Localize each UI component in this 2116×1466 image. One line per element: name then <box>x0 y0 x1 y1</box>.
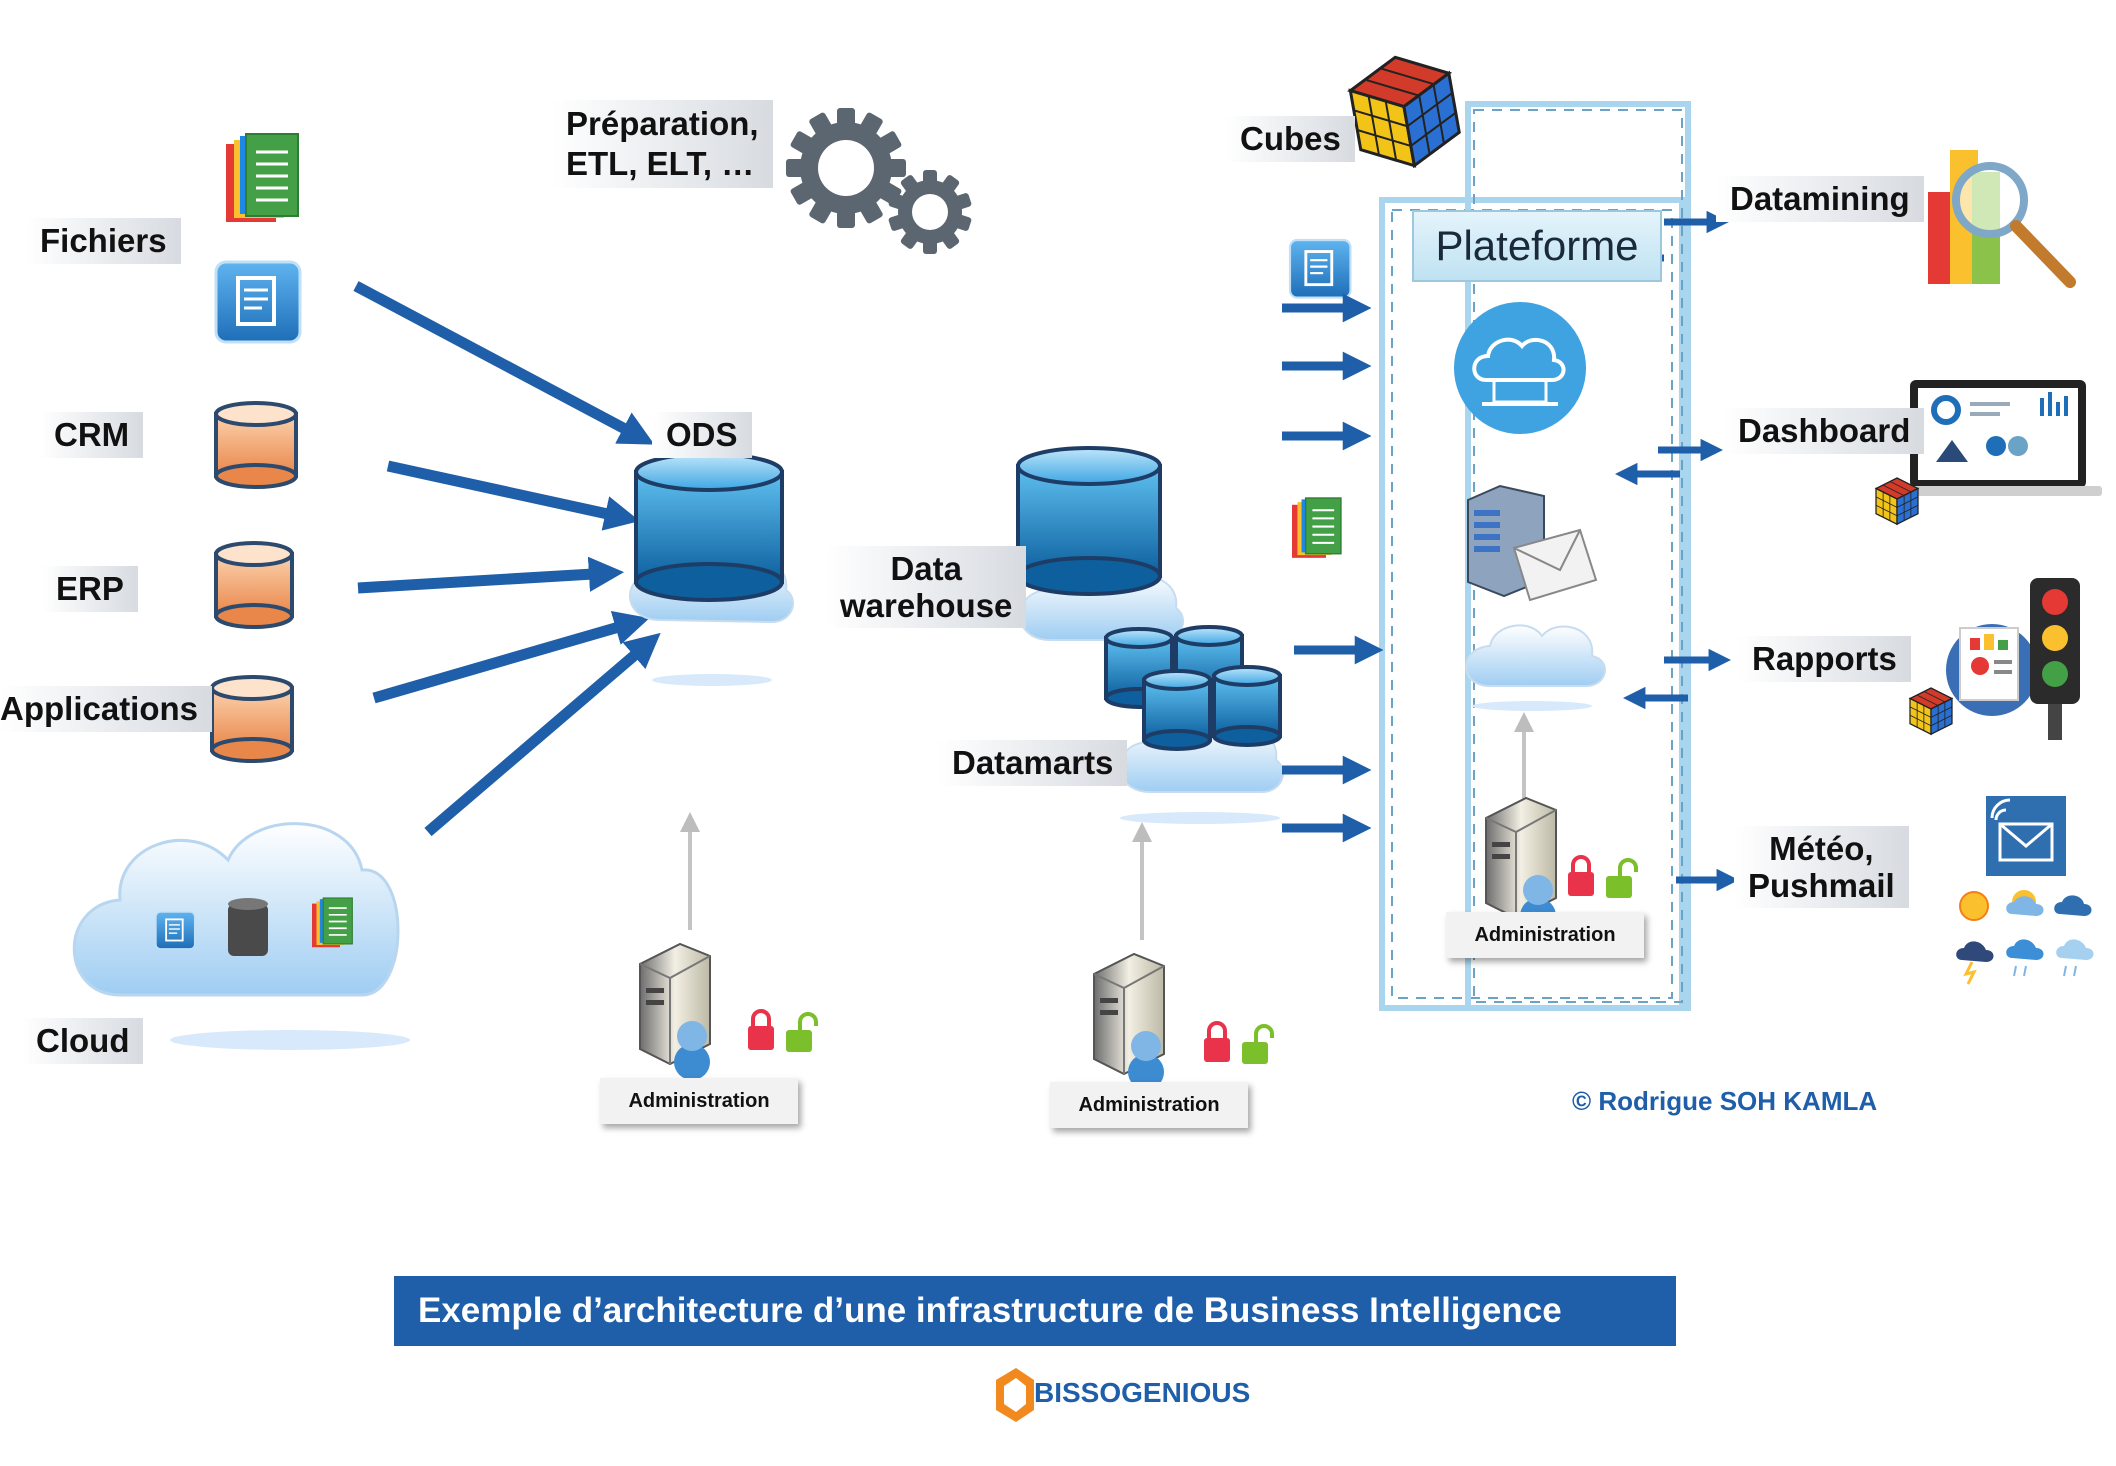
ods-database-icon <box>629 452 794 686</box>
mail-server-icon <box>1467 484 1598 602</box>
weather-icons <box>1956 890 2094 985</box>
label-data-warehouse: Data warehouse <box>826 546 1027 628</box>
platform-input-arrows <box>1282 293 1384 843</box>
cloud-computing-icon <box>1454 302 1586 434</box>
arrow-crm-ods <box>386 460 640 531</box>
gears-icon <box>786 108 972 254</box>
copyright-text: © Rodrigue SOH KAMLA <box>1572 1086 1878 1116</box>
arrow-erp-ods <box>357 556 625 594</box>
label-crm: CRM <box>40 412 144 458</box>
preparation-line-1: Préparation, <box>566 105 759 142</box>
admin-label-ods: Administration <box>600 1078 798 1124</box>
data-warehouse-line-1: Data <box>890 550 962 587</box>
arrow-fichiers-ods <box>353 281 655 445</box>
rubiks-cube-icon <box>1344 47 1466 176</box>
label-rapports: Rapports <box>1738 636 1911 682</box>
meteo-line-2: Pushmail <box>1748 867 1895 904</box>
label-cubes: Cubes <box>1226 116 1355 162</box>
label-preparation: Préparation, ETL, ELT, … <box>552 100 773 188</box>
crm-database-icon <box>214 401 298 489</box>
traffic-light-icon <box>2030 578 2080 740</box>
cloud-source-icon <box>72 822 410 1050</box>
reports-cube-icon <box>1909 687 1953 735</box>
applications-database-icon <box>210 675 294 763</box>
admin-server-icon <box>1093 953 1165 1091</box>
platform-book-icon <box>1290 496 1342 559</box>
files-book-icon <box>224 132 300 224</box>
diagram-caption: Exemple d’architecture d’une infrastruct… <box>394 1276 1676 1346</box>
meteo-line-1: Météo, <box>1769 830 1874 867</box>
label-datamining: Datamining <box>1716 176 1924 222</box>
admin-label-datawarehouse: Administration <box>1050 1082 1248 1128</box>
dashboard-laptop-icon <box>1892 380 2102 496</box>
label-dashboard: Dashboard <box>1724 408 1925 454</box>
platform-title: Plateforme <box>1412 210 1662 282</box>
file-document-icon <box>214 260 302 344</box>
admin-locks-icon <box>1202 1021 1274 1066</box>
datamining-chart-icon <box>1928 150 2076 288</box>
reports-icon <box>1946 624 2038 716</box>
erp-database-icon <box>214 541 294 629</box>
admin-locks-icon <box>746 1009 818 1054</box>
label-applications: Applications <box>0 686 213 732</box>
admin-arrows <box>680 712 1534 940</box>
data-warehouse-line-2: warehouse <box>840 587 1013 624</box>
platform-cloud-icon <box>1465 624 1606 711</box>
preparation-line-2: ETL, ELT, … <box>566 145 755 182</box>
brand-name: BISSOGENIOUS <box>1034 1377 1251 1408</box>
label-ods: ODS <box>652 412 752 458</box>
arrow-applications-ods <box>372 610 650 704</box>
label-datamarts: Datamarts <box>938 740 1128 786</box>
pushmail-icon <box>1986 796 2066 876</box>
admin-server-icon <box>639 943 711 1081</box>
label-cloud: Cloud <box>22 1018 144 1064</box>
label-fichiers: Fichiers <box>26 218 181 264</box>
label-erp: ERP <box>42 566 138 612</box>
admin-label-platform: Administration <box>1446 912 1644 958</box>
data-warehouse-icon <box>1016 446 1184 641</box>
platform-document-icon <box>1288 238 1352 300</box>
datamarts-icon <box>1104 625 1284 824</box>
source-arrows <box>353 281 661 837</box>
bissogenious-logo-mark <box>996 1368 1034 1422</box>
platform-locks-icon <box>1566 855 1638 900</box>
label-meteo-pushmail: Météo, Pushmail <box>1734 826 1909 908</box>
arrow-cloud-ods <box>424 632 661 837</box>
dashboard-cube-icon <box>1875 477 1919 525</box>
